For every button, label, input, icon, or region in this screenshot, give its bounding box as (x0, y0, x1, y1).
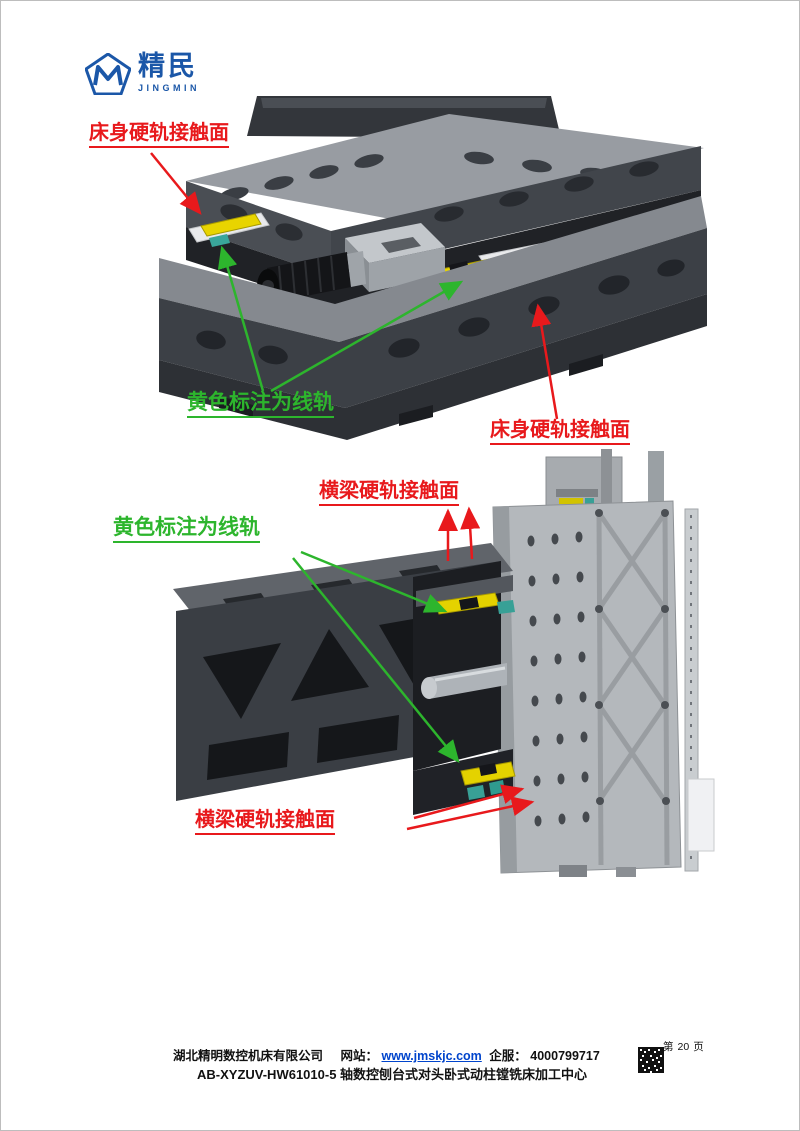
qr-code (638, 1047, 664, 1073)
logo-cn-text: 精民 (138, 51, 198, 81)
website-link[interactable]: www.jmskjc.com (381, 1049, 482, 1063)
label-beam-contact-top: 横梁硬轨接触面 (319, 480, 459, 506)
service-phone: 4000799717 (530, 1049, 600, 1063)
label-yellow-rail-fig1: 黄色标注为线轨 (187, 391, 334, 419)
label-yellow-rail-fig2: 黄色标注为线轨 (113, 516, 260, 544)
label-bed-contact-bottom: 床身硬轨接触面 (490, 419, 630, 445)
column-hole-grid (527, 531, 590, 827)
machine-model-line: AB-XYZUV-HW61010-5 轴数控刨台式对头卧式动柱镗铣床加工中心 (197, 1067, 588, 1082)
logo-en-text: JINGMIN (138, 83, 201, 93)
page-suffix: 页 (693, 1041, 704, 1053)
linear-rail-yellow-left (200, 213, 262, 237)
website-label: 网站： (340, 1049, 379, 1063)
service-label: 企服： (489, 1049, 527, 1063)
jingmin-logo-icon (85, 53, 131, 95)
company-logo: 精民 JINGMIN (85, 53, 200, 95)
label-beam-contact-bottom: 横梁硬轨接触面 (195, 809, 335, 835)
company-name: 湖北精明数控机床有限公司 (173, 1049, 324, 1063)
page-number: 20 (677, 1041, 690, 1053)
page-prefix: 第 (663, 1041, 674, 1053)
label-bed-contact-top: 床身硬轨接触面 (89, 122, 229, 148)
footer-contact-line: 湖北精明数控机床有限公司 网站： www.jmskjc.com 企服： 4000… (173, 1045, 600, 1064)
